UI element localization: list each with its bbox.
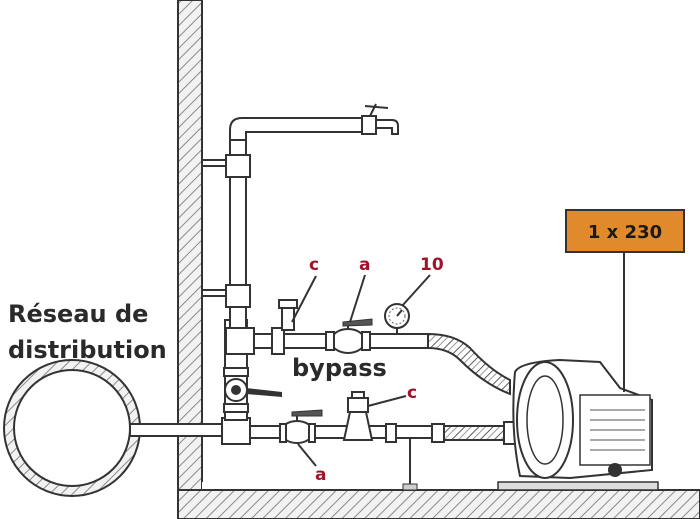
riser-pipe (201, 103, 399, 331)
network-label-line1: Réseau de (8, 300, 148, 328)
network-label-line2: distribution (8, 336, 167, 364)
distribution-network-ring (3, 359, 141, 497)
braided-hose-top (427, 332, 511, 396)
check-valve-label-top: c (309, 255, 319, 275)
braided-hose-bottom (443, 425, 505, 441)
pressure-reducer-valve (342, 411, 374, 441)
valve-label-top: a (359, 255, 370, 275)
wall (177, 0, 700, 519)
check-valve-top (271, 327, 285, 355)
bypass-pipe-upper (225, 299, 511, 396)
power-supply-label: 1 x 230 (565, 209, 685, 392)
gauge-label: 10 (420, 255, 444, 275)
label-pointers (291, 274, 431, 467)
power-label: 1 x 230 (588, 222, 662, 243)
check-valve-label-bottom: c (407, 383, 417, 403)
ball-valve-top (330, 328, 366, 354)
valve-label-bottom: a (315, 465, 326, 485)
tap-icon (361, 115, 377, 135)
bypass-label: bypass (292, 354, 387, 382)
pump-unit (497, 358, 659, 491)
